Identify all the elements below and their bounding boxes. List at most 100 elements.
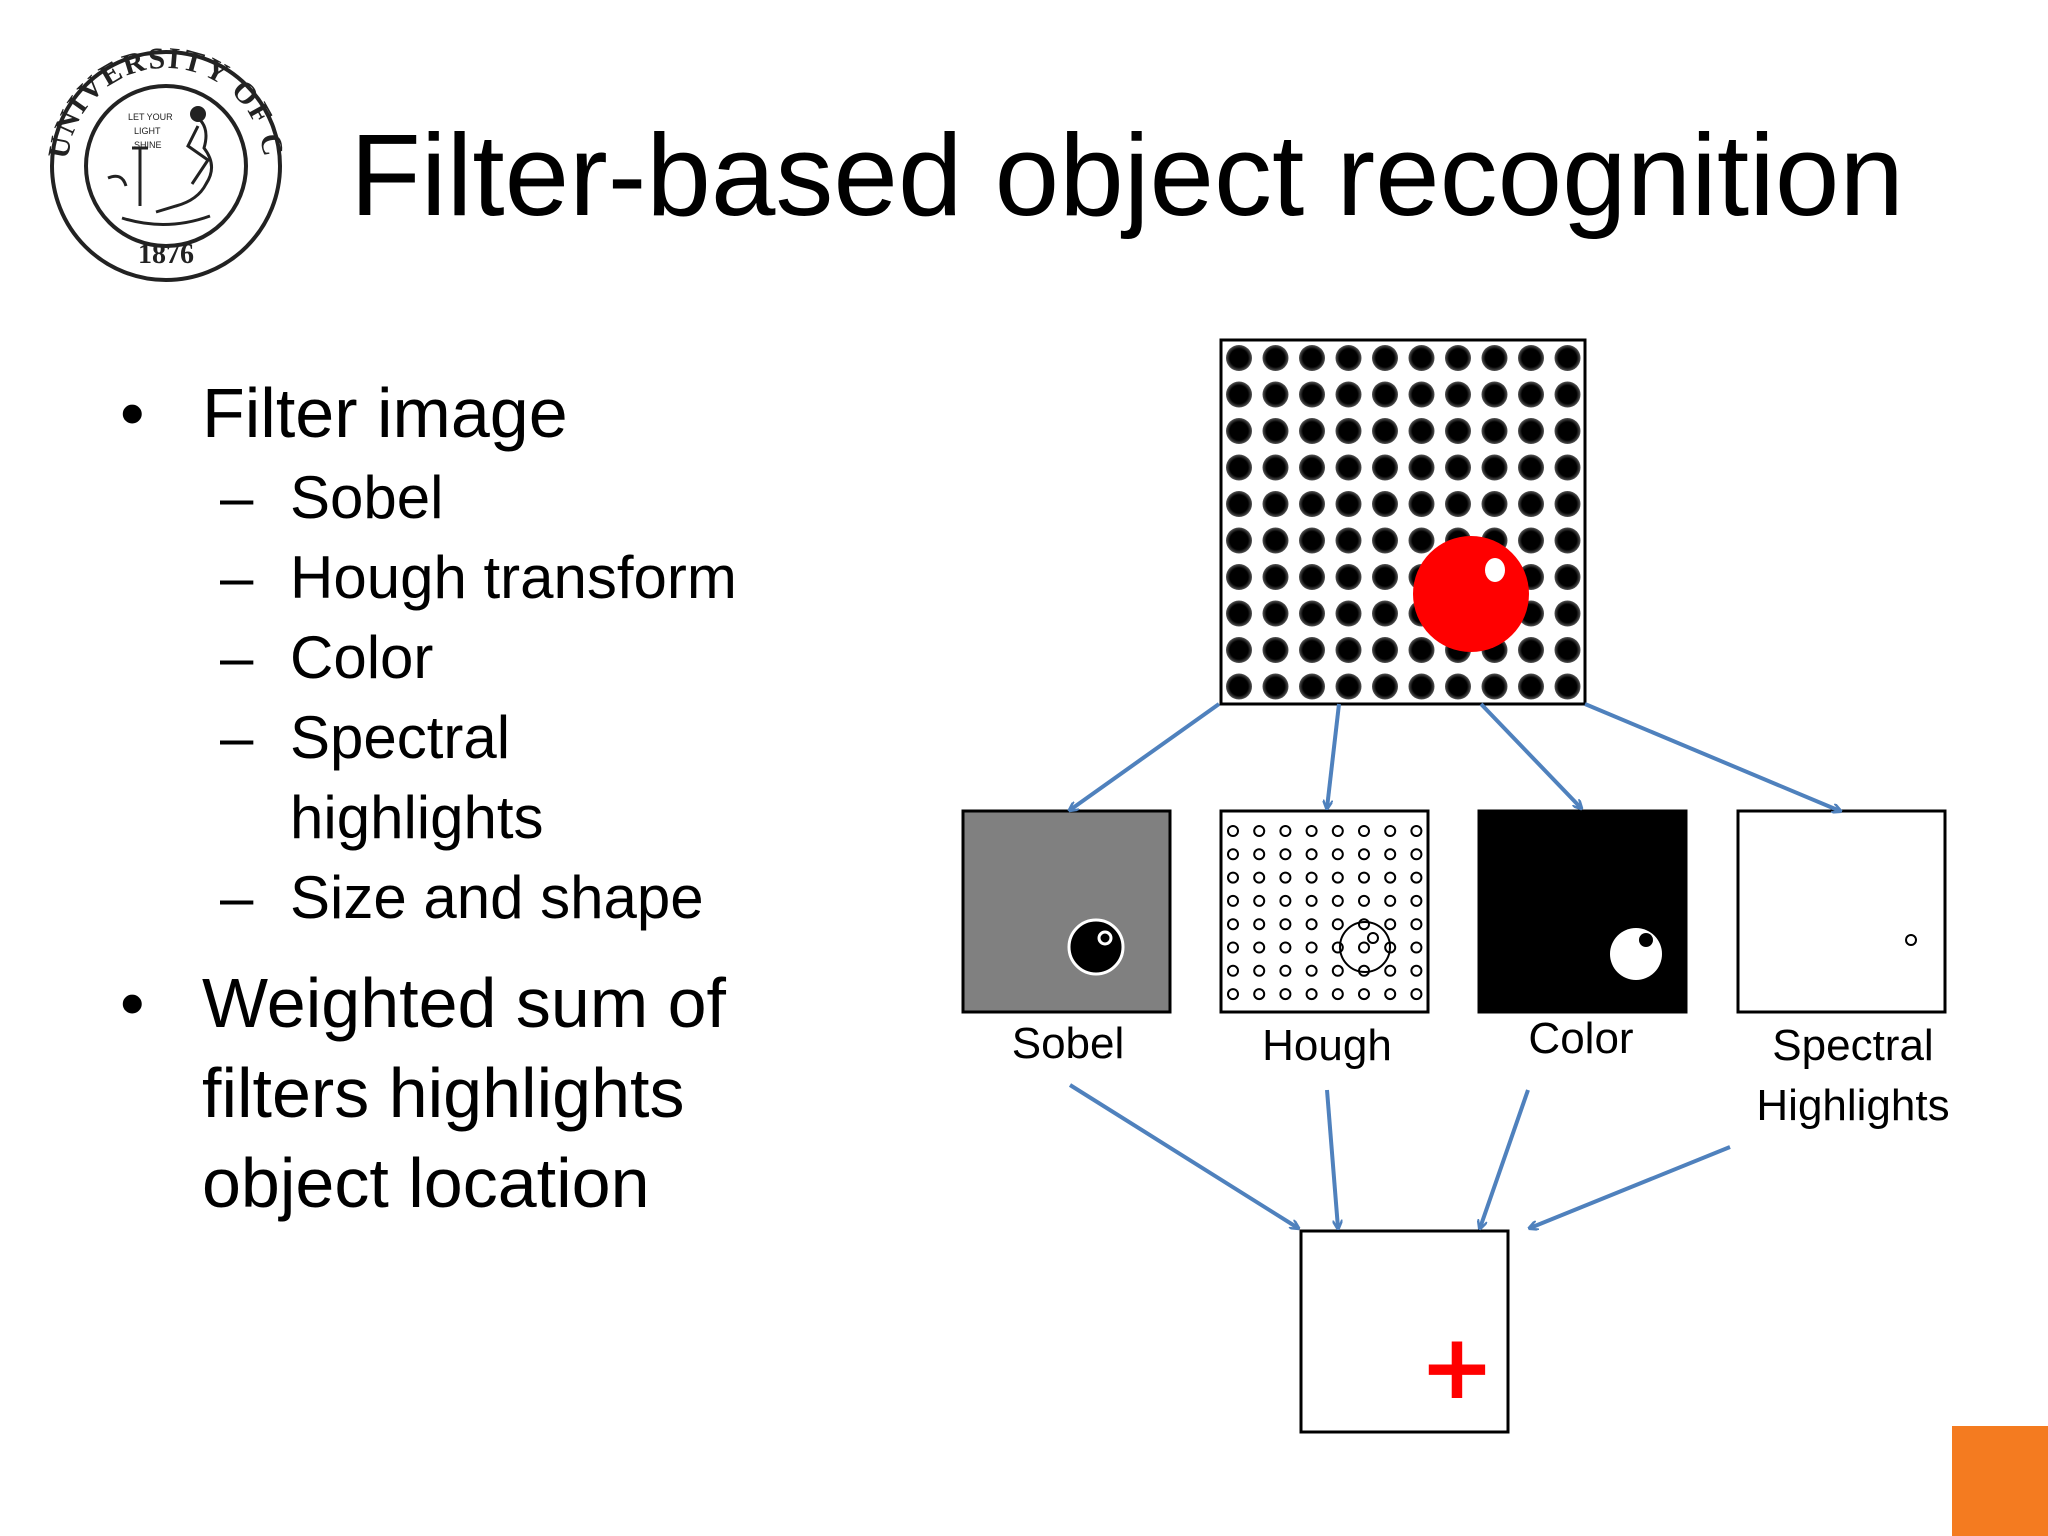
svg-text:LIGHT: LIGHT bbox=[134, 126, 161, 136]
input-dot bbox=[1518, 418, 1544, 444]
input-dot bbox=[1408, 491, 1435, 517]
hough-circle bbox=[1253, 871, 1266, 884]
hough-circle bbox=[1253, 848, 1266, 861]
arrow-color-to-result bbox=[1480, 1089, 1530, 1228]
input-dot bbox=[1335, 454, 1362, 481]
arrow-sobel-to-result bbox=[1068, 1083, 1298, 1228]
hough-circle bbox=[1331, 941, 1344, 954]
hough-circle bbox=[1305, 894, 1318, 907]
input-dot bbox=[1226, 637, 1252, 663]
arrow-to-sobel bbox=[1070, 702, 1221, 810]
input-dot bbox=[1299, 381, 1325, 408]
input-dot bbox=[1262, 418, 1289, 444]
input-dot bbox=[1372, 418, 1398, 444]
hough-circle bbox=[1331, 825, 1344, 837]
sobel-output-image bbox=[961, 809, 1172, 1014]
input-dot bbox=[1408, 381, 1435, 408]
hough-circle bbox=[1253, 894, 1266, 907]
input-dot bbox=[1518, 381, 1544, 408]
input-dot bbox=[1372, 454, 1398, 481]
input-dot bbox=[1554, 637, 1581, 663]
ball-highlight bbox=[1485, 558, 1505, 582]
hough-circle bbox=[1384, 918, 1397, 931]
hough-circle bbox=[1305, 871, 1318, 884]
hough-circle bbox=[1227, 964, 1239, 977]
bullet-weighted-sum: Weighted sum of filters highlights objec… bbox=[120, 958, 840, 1228]
hough-circle bbox=[1305, 988, 1318, 1001]
input-dot bbox=[1226, 527, 1252, 554]
input-dot bbox=[1554, 600, 1581, 627]
input-dot bbox=[1299, 454, 1325, 481]
hough-circle bbox=[1253, 825, 1266, 837]
arrow-to-hough bbox=[1327, 703, 1341, 808]
hough-circle bbox=[1410, 894, 1423, 907]
hough-circle bbox=[1384, 964, 1397, 977]
input-dot bbox=[1408, 345, 1435, 371]
bullet-list: Filter image Sobel Hough transform Color… bbox=[120, 368, 840, 1228]
orange-corner-accent bbox=[1952, 1426, 2048, 1536]
input-dot bbox=[1262, 381, 1289, 408]
hough-circle bbox=[1331, 871, 1344, 884]
input-dot bbox=[1445, 418, 1471, 444]
hough-circle bbox=[1384, 825, 1397, 837]
input-dot bbox=[1408, 673, 1435, 700]
input-dot bbox=[1262, 637, 1289, 663]
input-dot bbox=[1481, 491, 1508, 517]
input-dot bbox=[1299, 637, 1325, 663]
input-dot bbox=[1554, 673, 1581, 700]
hough-circle bbox=[1331, 848, 1344, 861]
hough-circle bbox=[1358, 918, 1370, 931]
input-dot bbox=[1335, 637, 1362, 663]
input-dot bbox=[1408, 418, 1435, 444]
input-dot bbox=[1481, 673, 1508, 700]
label-color: Color bbox=[1528, 1014, 1633, 1063]
hough-circle bbox=[1305, 848, 1318, 861]
input-dot bbox=[1372, 564, 1398, 590]
arrow-to-spectral bbox=[1584, 702, 1840, 811]
hough-circle bbox=[1384, 988, 1397, 1001]
hough-circle bbox=[1331, 988, 1344, 1001]
input-dot bbox=[1299, 673, 1325, 700]
input-dot bbox=[1445, 491, 1471, 517]
hough-circle bbox=[1279, 988, 1292, 1001]
hough-circle bbox=[1279, 825, 1292, 837]
hough-circle bbox=[1410, 988, 1423, 1001]
result-location-marker: + bbox=[1419, 1315, 1494, 1420]
input-dot bbox=[1226, 381, 1252, 408]
input-dot bbox=[1299, 527, 1325, 554]
hough-circle bbox=[1410, 941, 1423, 954]
sub-bullet-hough-transform: Hough transform bbox=[120, 538, 840, 618]
input-dot bbox=[1335, 381, 1362, 408]
input-dot bbox=[1335, 673, 1362, 700]
hough-circle bbox=[1279, 894, 1292, 907]
input-dot bbox=[1226, 418, 1252, 444]
input-dot bbox=[1481, 454, 1508, 481]
spectral-highlights-output-image bbox=[1736, 809, 1947, 1014]
red-ball bbox=[1413, 536, 1529, 652]
hough-circle bbox=[1227, 941, 1239, 954]
sub-bullet-size-and-shape: Size and shape bbox=[120, 858, 840, 938]
input-dot bbox=[1481, 345, 1508, 371]
input-dot bbox=[1372, 527, 1398, 554]
input-dot bbox=[1554, 564, 1581, 590]
input-dot bbox=[1372, 673, 1398, 700]
input-dot bbox=[1335, 491, 1362, 517]
input-dot bbox=[1226, 600, 1252, 627]
input-dot bbox=[1408, 527, 1435, 554]
hough-circle bbox=[1227, 988, 1239, 1001]
hough-circle bbox=[1253, 964, 1266, 977]
hough-circle bbox=[1227, 918, 1239, 931]
input-dot bbox=[1262, 491, 1289, 517]
input-dot bbox=[1262, 564, 1289, 590]
university-seal-logo: UNIVERSITY OF COLORADO 1876 LET YOUR LIG… bbox=[48, 48, 284, 282]
color-output-image bbox=[1477, 809, 1688, 1014]
hough-circle bbox=[1358, 871, 1370, 884]
hough-circle bbox=[1358, 941, 1370, 954]
input-dot bbox=[1518, 345, 1544, 371]
hough-circle bbox=[1305, 964, 1318, 977]
input-dot bbox=[1408, 637, 1435, 663]
hough-output-image bbox=[1219, 809, 1430, 1014]
input-dot bbox=[1518, 454, 1544, 481]
arrow-to-color bbox=[1479, 702, 1581, 808]
